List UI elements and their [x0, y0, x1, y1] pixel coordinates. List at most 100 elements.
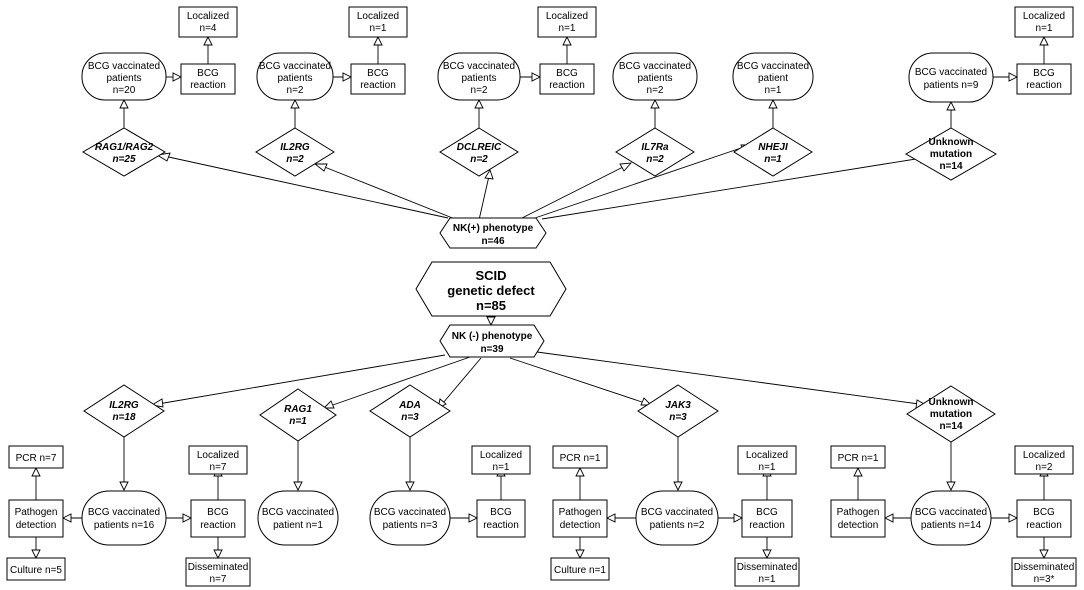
pcr-label: PCR n=1 — [560, 453, 601, 464]
reaction-box: BCG reaction — [190, 499, 246, 538]
vaccinated-node: BCG vaccinated patient n=1 — [257, 490, 339, 546]
gene-count: n=2 — [286, 154, 304, 165]
vaccinated-line-1: BCG vaccinated — [641, 507, 713, 518]
reaction-line-2: reaction — [1026, 80, 1062, 91]
culture-box: Culture n=5 — [6, 557, 66, 581]
reaction-line-2: reaction — [749, 520, 785, 531]
disseminated-box: Disseminated n=1 — [734, 557, 800, 587]
vaccinated-line-1: BCG vaccinated — [915, 507, 987, 518]
localized-line-1: Localized — [480, 450, 522, 461]
nk-positive-label: NK(+) phenotype — [453, 223, 534, 234]
vaccinated-line-1: BCG vaccinated — [88, 507, 160, 518]
gene-name: DCLREIC — [457, 142, 502, 153]
reaction-box: BCG reaction — [1016, 63, 1072, 95]
localized-line-2: n=1 — [370, 23, 387, 34]
reaction-box: BCG reaction — [1016, 499, 1072, 538]
gene-count: mutation — [930, 149, 972, 160]
gene-diamond: JAK3 n=3 — [637, 384, 719, 438]
gene-diamond: IL2RG n=2 — [255, 127, 335, 177]
disseminated-line-2: n=1 — [759, 574, 776, 585]
reaction-line-2: reaction — [483, 520, 519, 531]
reaction-line-1: BCG — [490, 507, 512, 518]
localized-box: Localized n=7 — [188, 445, 248, 475]
vaccinated-line-1: BCG vaccinated — [915, 67, 987, 78]
pcr-box: PCR n=7 — [8, 445, 64, 469]
nk-positive-node: NK(+) phenotype n=46 — [439, 217, 547, 249]
gene-name: Unknown — [929, 137, 974, 148]
localized-line-1: Localized — [197, 450, 239, 461]
localized-box: Localized n=1 — [1014, 6, 1074, 38]
vaccinated-line-3: n=2 — [647, 85, 664, 96]
gene-diamond: NHEJI n=1 — [733, 127, 813, 177]
gene-name: IL7Ra — [641, 142, 669, 153]
vaccinated-node: BCG vaccinated patients n=16 — [81, 490, 167, 546]
reaction-line-1: BCG — [1033, 507, 1055, 518]
pcr-box: PCR n=1 — [830, 445, 886, 469]
disseminated-line-1: Disseminated — [188, 562, 249, 573]
root-line-1: SCID — [475, 268, 506, 283]
vaccinated-line-2: patient — [758, 73, 788, 84]
vaccinated-line-1: BCG vaccinated — [88, 61, 160, 72]
gene-count-2: n=14 — [939, 421, 963, 432]
reaction-line-2: reaction — [200, 520, 236, 531]
nk-positive-count: n=46 — [481, 236, 505, 247]
vaccinated-line-2: patients n=16 — [94, 520, 155, 531]
gene-diamond: Unknown mutation n=14 — [905, 127, 997, 181]
pcr-label: PCR n=1 — [838, 453, 879, 464]
gene-count: mutation — [930, 409, 972, 420]
nk-negative-label: NK (-) phenotype — [452, 331, 533, 342]
localized-box: Localized n=1 — [348, 6, 408, 38]
pathogen-line-2: detection — [16, 520, 57, 531]
localized-box: Localized n=4 — [178, 6, 238, 38]
disseminated-line-1: Disseminated — [1014, 562, 1075, 573]
gene-diamond: DCLREIC n=2 — [439, 127, 519, 177]
pathogen-box: Pathogen detection — [8, 499, 64, 538]
culture-label: Culture n=5 — [10, 565, 62, 576]
localized-line-1: Localized — [357, 11, 399, 22]
gene-name: RAG1/RAG2 — [95, 142, 154, 153]
reaction-line-2: reaction — [360, 80, 396, 91]
vaccinated-line-3: n=2 — [471, 85, 488, 96]
root-line-3: n=85 — [476, 298, 506, 313]
localized-box: Localized n=1 — [471, 445, 531, 475]
vaccinated-line-2: patients n=14 — [921, 520, 982, 531]
vaccinated-line-2: patients — [277, 73, 312, 84]
gene-count: n=1 — [764, 154, 782, 165]
vaccinated-line-3: n=2 — [287, 85, 304, 96]
reaction-line-1: BCG — [756, 507, 778, 518]
localized-line-2: n=1 — [493, 462, 510, 473]
reaction-line-1: BCG — [1033, 68, 1055, 79]
gene-count: n=3 — [401, 412, 419, 423]
pathogen-line-1: Pathogen — [559, 507, 602, 518]
gene-count: n=18 — [112, 412, 136, 423]
gene-diamond: RAG1 n=1 — [259, 388, 337, 442]
reaction-line-2: reaction — [1026, 520, 1062, 531]
gene-name: NHEJI — [758, 142, 788, 153]
reaction-line-1: BCG — [367, 68, 389, 79]
pathogen-line-1: Pathogen — [837, 507, 880, 518]
vaccinated-line-1: BCG vaccinated — [443, 61, 515, 72]
vaccinated-node: BCG vaccinated patient n=1 — [732, 52, 814, 101]
gene-count: n=3 — [669, 412, 687, 423]
vaccinated-line-2: patients — [461, 73, 496, 84]
vaccinated-node: BCG vaccinated patients n=2 — [612, 52, 698, 101]
localized-line-1: Localized — [187, 11, 229, 22]
localized-line-1: Localized — [1023, 11, 1065, 22]
vaccinated-node: BCG vaccinated patients n=20 — [81, 52, 167, 101]
vaccinated-line-3: n=20 — [113, 85, 136, 96]
gene-name: IL2RG — [280, 142, 310, 153]
gene-count: n=2 — [470, 154, 488, 165]
vaccinated-line-2: patients n=3 — [383, 520, 438, 531]
vaccinated-line-1: BCG vaccinated — [619, 61, 691, 72]
vaccinated-node: BCG vaccinated patients n=3 — [369, 490, 451, 546]
reaction-box: BCG reaction — [350, 63, 406, 95]
localized-line-1: Localized — [546, 11, 588, 22]
disseminated-line-2: n=3* — [1034, 574, 1055, 585]
gene-name: IL2RG — [109, 400, 139, 411]
reaction-line-1: BCG — [207, 507, 229, 518]
root-line-2: genetic defect — [447, 283, 535, 298]
vaccinated-node: BCG vaccinated patients n=14 — [910, 490, 992, 546]
localized-line-2: n=1 — [759, 462, 776, 473]
culture-box: Culture n=1 — [550, 557, 610, 581]
